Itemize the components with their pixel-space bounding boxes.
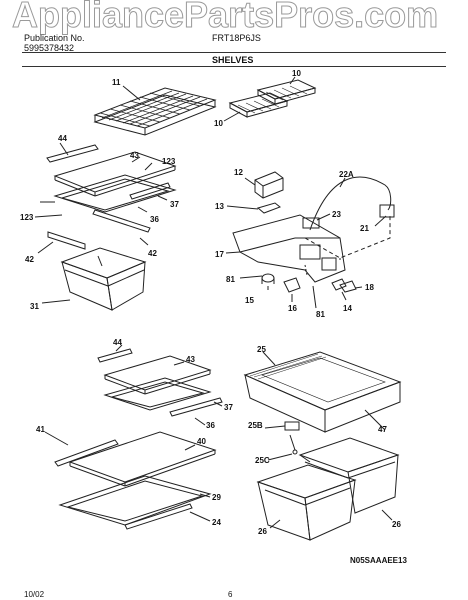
callout-18: 18 [365,283,374,292]
callout-26: 26 [258,527,267,536]
header-rule-lower [22,66,446,67]
callout-12: 12 [234,168,243,177]
callout-43: 43 [130,151,139,160]
callout-43b: 43 [186,355,195,364]
upper-right-icemaker-assembly [225,171,395,309]
lower-right-crisper-assembly [243,351,402,541]
publication-number: 5995378432 [24,43,75,53]
model-number: FRT18P6JS [212,33,261,43]
callout-42b: 42 [148,249,157,258]
callout-16: 16 [288,304,297,313]
callout-123: 123 [162,157,176,166]
page-number: 6 [228,590,233,599]
callout-14: 14 [343,304,352,313]
publication-label: Publication No. [24,33,85,43]
callout-31: 31 [30,302,39,311]
callout-29: 29 [212,493,221,502]
callout-41: 41 [36,425,45,434]
callout-10b: 10 [214,119,223,128]
callout-13: 13 [215,202,224,211]
callout-17: 17 [215,250,224,259]
lower-left-shelf-assembly [44,344,223,530]
callout-42: 42 [25,255,34,264]
callout-40: 40 [197,437,206,446]
header-rule [22,52,446,53]
callout-37b: 37 [224,403,233,412]
callout-36b: 36 [206,421,215,430]
ice-trays [223,76,317,122]
callout-25c: 25C [255,456,270,465]
callout-21: 21 [360,224,369,233]
footer-date: 10/02 [24,590,45,599]
callout-15: 15 [245,296,254,305]
callout-25: 25 [257,345,266,354]
section-title: SHELVES [212,55,254,65]
callout-81b: 81 [316,310,325,319]
callout-23: 23 [332,210,341,219]
diagram-code: N05SAAAEE13 [350,556,407,565]
callout-26b: 26 [392,520,401,529]
callout-123b: 123 [20,213,34,222]
callout-22a: 22A [339,170,354,179]
callout-44: 44 [58,134,67,143]
callout-44b: 44 [113,338,122,347]
callout-25b: 25B [248,421,263,430]
callout-24: 24 [212,518,221,527]
callout-47: 47 [378,425,387,434]
upper-left-shelf-assembly [34,142,177,311]
callout-37: 37 [170,200,179,209]
wire-shelf [93,85,217,136]
callout-36: 36 [150,215,159,224]
callout-11: 11 [112,78,121,87]
callout-81: 81 [226,275,235,284]
watermark: AppliancePartsPros.com [11,0,439,36]
callout-10: 10 [292,69,301,78]
